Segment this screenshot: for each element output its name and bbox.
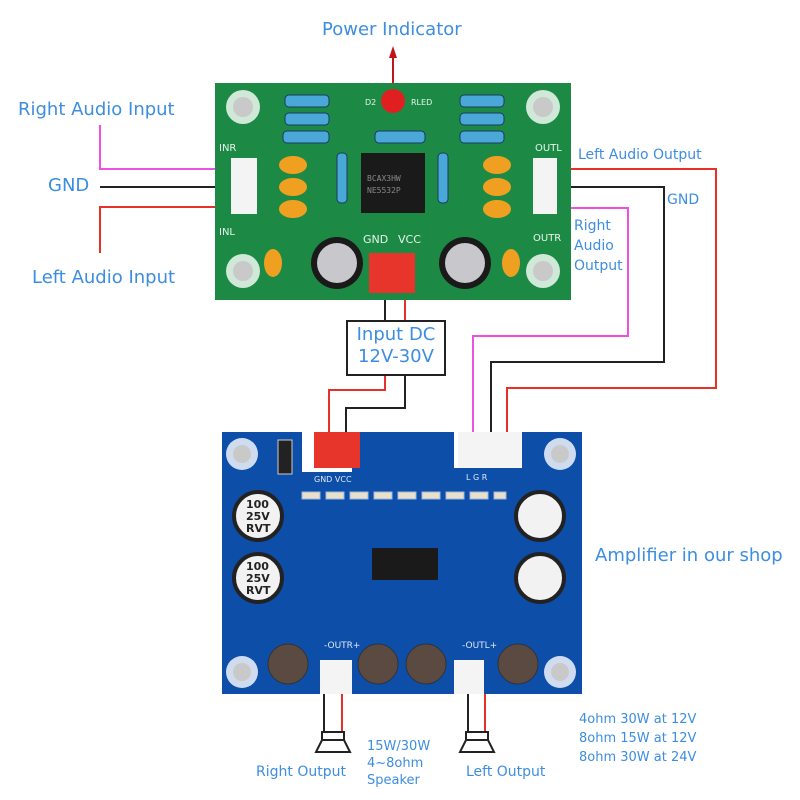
gnd-output-label: GND [667, 192, 700, 208]
left-speaker-icon [458, 731, 496, 753]
power-specs-label: 4ohm 30W at 12V 8ohm 15W at 12V 8ohm 30W… [579, 710, 696, 767]
cap-voltage: 25V [246, 510, 270, 523]
inr-silk: INR [219, 143, 236, 154]
right-audio-output-line2: Audio [574, 238, 614, 254]
power-silk: GND VCC [314, 475, 352, 484]
audio-silk: L G R [466, 473, 488, 482]
power-spec-3: 8ohm 30W at 24V [579, 750, 697, 765]
resistor-icon [282, 94, 505, 204]
audio-input-connector[interactable] [458, 432, 522, 468]
right-input-wire [99, 125, 232, 170]
chip-text-line1: BCAX3HW [367, 174, 401, 183]
dc-gnd-wire [345, 372, 406, 432]
inl-silk: INL [219, 227, 235, 238]
electrolytic-capacitor-icon [311, 237, 491, 289]
power-led-icon [381, 89, 405, 113]
ne5532-chip [361, 153, 425, 213]
mounting-hole-icon [226, 438, 576, 688]
diode-icon [277, 439, 293, 475]
cap-brand: RVT [246, 584, 271, 597]
cap-value: 100 [246, 498, 269, 511]
input-dc-box: Input DC 12V-30V [346, 320, 446, 376]
right-speaker-icon [314, 731, 352, 753]
preamp-board: D2 RLED BCAX3HW NE5532P GND VCC INR INL … [215, 83, 571, 300]
speaker-spec-power: 15W/30W [367, 739, 431, 754]
speaker-spec-impedance: 4~8ohm [367, 756, 424, 771]
right-audio-input-label: Right Audio Input [18, 99, 175, 120]
right-audio-output-label: Right Audio Output [574, 216, 623, 276]
outr-silk: -OUTR+ [324, 641, 360, 651]
inductor-icon [267, 643, 539, 685]
cap-brand: RVT [246, 522, 271, 535]
cap-voltage: 25V [246, 572, 270, 585]
chip-text-line2: NE5532P [367, 186, 401, 195]
left-input-wire [99, 206, 232, 253]
speaker-spec-type: Speaker [367, 773, 420, 788]
electrolytic-capacitor-icon [232, 490, 566, 604]
cap-value: 100 [246, 560, 269, 573]
input-dc-line1: Input DC [356, 324, 436, 345]
gnd-output-wire [490, 186, 665, 448]
power-spec-2: 8ohm 15W at 12V [579, 731, 697, 746]
outl-silk: OUTL [535, 143, 562, 154]
dc-power-connector[interactable] [369, 253, 415, 293]
d2-silk: D2 [365, 98, 376, 107]
dc-vcc-wire [328, 372, 386, 432]
right-audio-output-line3: Output [574, 258, 623, 274]
left-speaker-connector[interactable] [454, 660, 484, 694]
right-audio-output-line1: Right [574, 218, 611, 234]
power-indicator-label: Power Indicator [322, 19, 462, 40]
dc-power-connector[interactable] [314, 432, 360, 468]
left-audio-input-label: Left Audio Input [32, 267, 176, 288]
led-silk: RLED [411, 98, 432, 107]
left-audio-output-label: Left Audio Output [578, 147, 702, 163]
input-dc-line2: 12V-30V [358, 346, 434, 367]
left-output-label: Left Output [466, 764, 546, 780]
smd-resistor-icon [301, 491, 507, 500]
audio-output-connector[interactable] [533, 158, 557, 214]
gnd-silk: GND [363, 233, 388, 246]
left-output-wire [506, 168, 717, 448]
mounting-hole-icon [226, 90, 560, 288]
audio-input-connector[interactable] [231, 158, 257, 214]
amplifier-ic [372, 548, 438, 580]
ceramic-capacitor-icon [264, 156, 520, 277]
power-spec-1: 4ohm 30W at 12V [579, 712, 697, 727]
right-speaker-connector[interactable] [320, 660, 352, 694]
gnd-input-label: GND [48, 175, 90, 196]
amplifier-label: Amplifier in our shop [595, 545, 783, 566]
vcc-silk: VCC [398, 233, 421, 246]
outr-silk: OUTR [533, 233, 561, 244]
arrow-head-icon [389, 46, 397, 58]
right-output-wire [472, 207, 629, 448]
amplifier-board: GND VCC L G R 100 25V RVT 100 25V RVT -O… [222, 432, 582, 694]
right-output-label: Right Output [256, 764, 346, 780]
speaker-spec-label: 15W/30W 4~8ohm Speaker [367, 738, 430, 789]
outl-silk: -OUTL+ [462, 641, 497, 651]
